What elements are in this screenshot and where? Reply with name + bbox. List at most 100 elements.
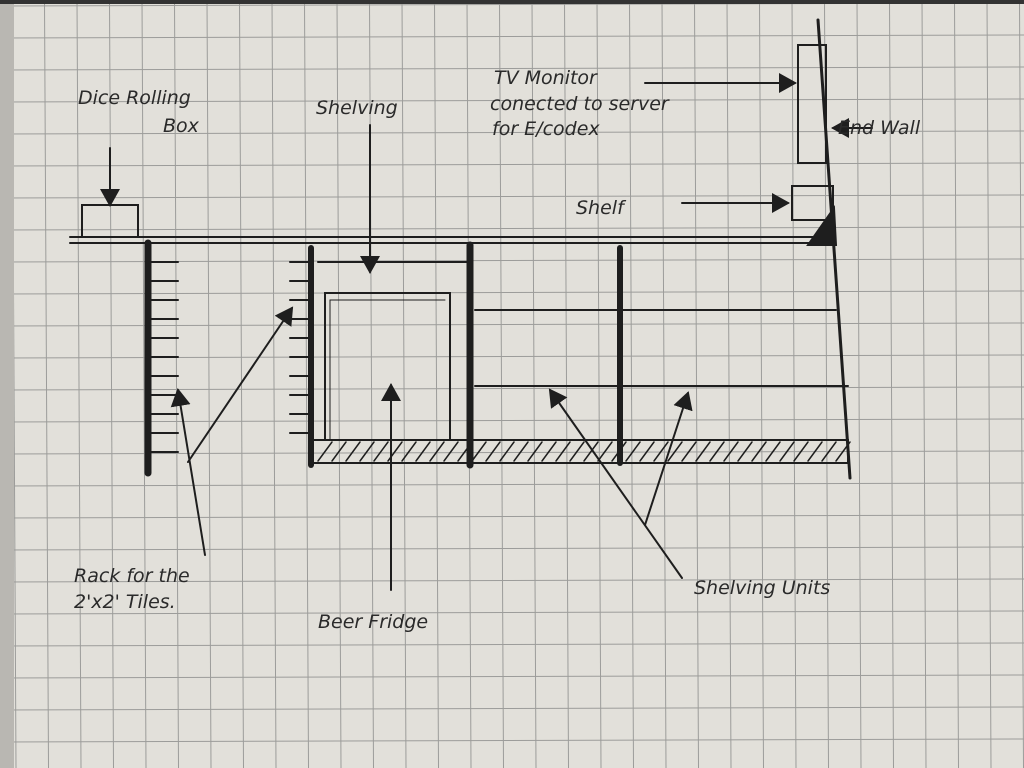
grid-line	[531, 0, 537, 768]
wall-bracket	[806, 205, 838, 246]
hatch-mark	[527, 441, 543, 462]
grid-line	[1019, 0, 1024, 768]
shelving-units-arrow-right	[644, 391, 693, 526]
top-edge	[0, 0, 1024, 4]
grid-line	[0, 578, 1024, 583]
hatch-mark	[751, 441, 767, 462]
label-rack: Rack for the	[74, 565, 190, 587]
label-rack-2: 2'x2' Tiles.	[74, 591, 176, 613]
grid-line	[0, 162, 1024, 167]
label-tv-monitor: TV Monitor	[494, 67, 598, 89]
grid-line	[499, 0, 504, 768]
hatch-mark	[723, 441, 739, 462]
rack-left-slots	[150, 261, 179, 453]
hatch-mark	[373, 441, 389, 462]
hatch-mark	[359, 441, 375, 462]
hatch-mark	[765, 441, 781, 462]
hatch-mark	[513, 441, 529, 462]
grid-line	[271, 0, 277, 768]
rack-arrow-right	[187, 306, 294, 463]
grid-line	[0, 130, 1024, 135]
grid-line	[434, 0, 439, 768]
hatch-mark	[569, 441, 585, 462]
grid-line	[661, 0, 667, 768]
label-end-wall: End Wall	[838, 117, 921, 139]
grid-line	[986, 0, 992, 768]
hatch-mark	[583, 441, 599, 462]
grid-line	[726, 0, 732, 768]
hatch-mark	[541, 441, 557, 462]
grid-line	[0, 290, 1024, 295]
label-shelving: Shelving	[316, 97, 398, 119]
grid-line	[0, 98, 1024, 103]
hatch-mark	[807, 441, 823, 462]
grid-line	[791, 0, 797, 768]
grid-line	[629, 0, 634, 768]
label-shelf: Shelf	[576, 197, 627, 219]
label-shelving-units: Shelving Units	[694, 577, 830, 599]
grid-line	[0, 642, 1024, 647]
hatch-mark	[401, 441, 417, 462]
grid-line	[174, 0, 179, 768]
base-hatching	[317, 441, 851, 462]
grid-line	[0, 450, 1024, 455]
grid-line	[0, 738, 1024, 743]
grid-line	[0, 482, 1024, 487]
grid-line	[0, 418, 1024, 423]
hatch-mark	[667, 441, 683, 462]
grid-line	[44, 0, 49, 768]
hatch-mark	[737, 441, 753, 462]
grid-line	[0, 194, 1024, 199]
grid-line	[921, 0, 927, 768]
grid-line	[0, 34, 1024, 39]
rack-right-slots	[289, 261, 310, 434]
grid-line	[401, 0, 407, 768]
drawing	[69, 18, 873, 591]
grid-line	[694, 0, 699, 768]
hatch-mark	[639, 441, 655, 462]
grid-line	[0, 66, 1024, 71]
grid-line	[0, 610, 1024, 615]
hatch-mark	[443, 441, 459, 462]
label-tv-monitor-3: for E/codex	[492, 118, 600, 140]
hatch-mark	[471, 441, 487, 462]
hatch-mark	[793, 441, 809, 462]
wall-shelf	[791, 185, 834, 221]
hatch-mark	[597, 441, 613, 462]
hatch-mark	[625, 441, 641, 462]
grid-line	[889, 0, 894, 768]
label-beer-fridge: Beer Fridge	[318, 611, 428, 633]
hatch-mark	[555, 441, 571, 462]
hatch-mark	[429, 441, 445, 462]
grid-line	[0, 546, 1024, 551]
grid-line	[109, 0, 114, 768]
page-edge	[0, 0, 14, 768]
grid-line	[954, 0, 959, 768]
hatch-mark	[611, 441, 627, 462]
tv-monitor	[797, 44, 827, 164]
hatch-mark	[485, 441, 501, 462]
annotations: Dice Rolling Box Shelving TV Monitor con…	[74, 67, 921, 633]
hatch-mark	[709, 441, 725, 462]
grid-line	[0, 226, 1024, 231]
grid-line	[141, 0, 147, 768]
hatch-mark	[415, 441, 431, 462]
hatch-mark	[653, 441, 669, 462]
grid-line	[0, 322, 1024, 327]
grid-line	[0, 514, 1024, 519]
hatch-mark	[457, 441, 473, 462]
label-dice-box: Dice Rolling	[78, 87, 191, 109]
end-wall	[816, 18, 852, 480]
grid-line	[0, 674, 1024, 679]
hatch-mark	[499, 441, 515, 462]
grid-line	[0, 386, 1024, 391]
hatch-mark	[695, 441, 711, 462]
hatch-mark	[317, 441, 333, 462]
grid-line	[596, 0, 602, 768]
grid-line	[336, 0, 342, 768]
hatch-mark	[331, 441, 347, 462]
grid-line	[304, 0, 309, 768]
hatch-mark	[779, 441, 795, 462]
